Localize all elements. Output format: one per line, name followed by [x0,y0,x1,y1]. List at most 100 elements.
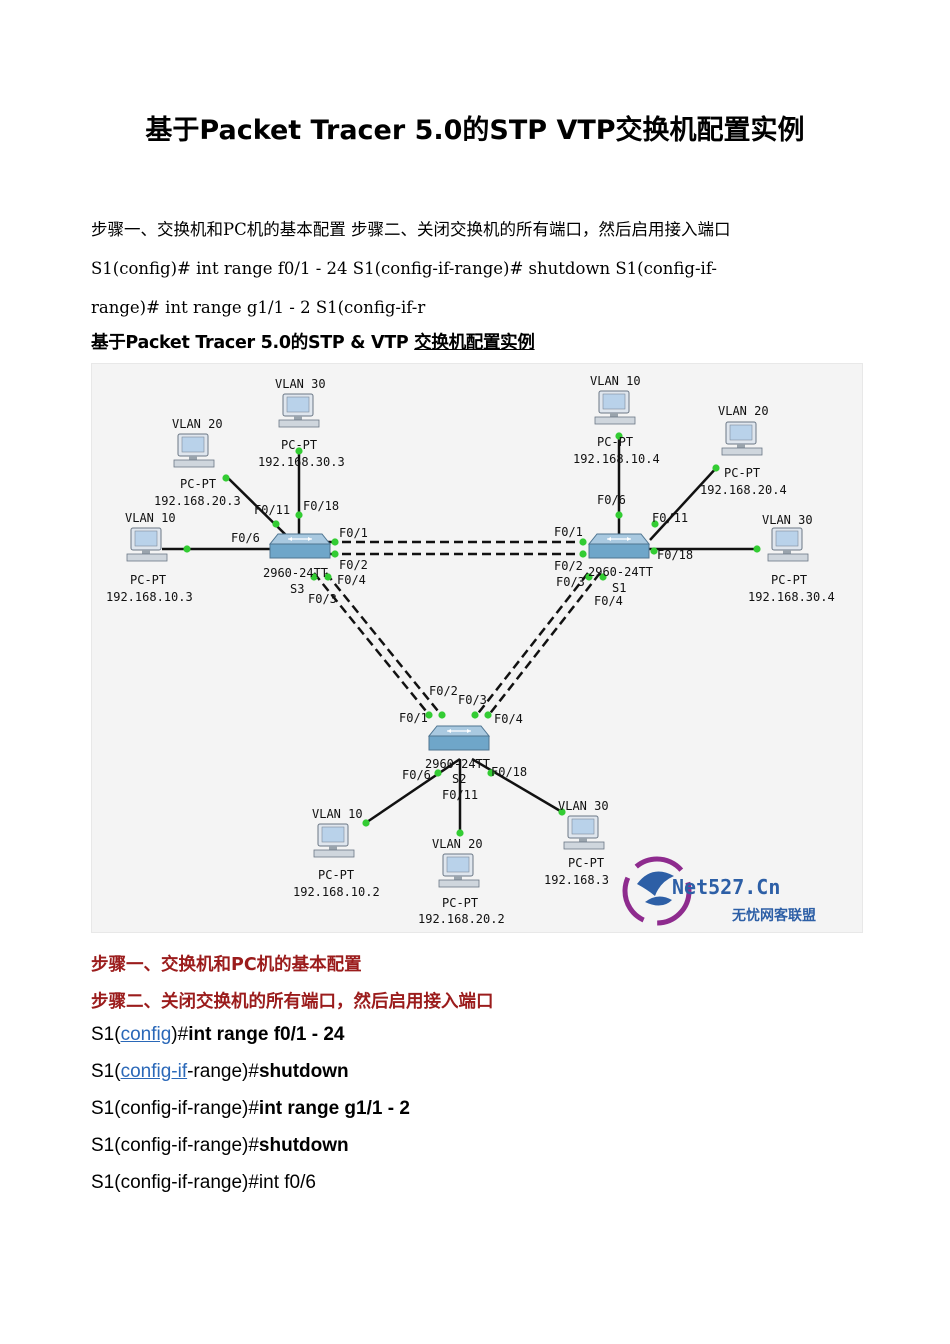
port-label: F0/18 [657,548,693,562]
step-2-heading: 步骤二、关闭交换机的所有端口，然后启用接入端口 [91,992,494,1012]
label-ip: 192.168.10.2 [293,885,380,899]
pc-s2-vlan20[interactable] [438,853,480,888]
pc-s3-vlan20[interactable] [173,433,215,468]
label-ip: 192.168.30.3 [258,455,345,469]
label-pc-type: PC-PT [771,573,807,587]
label-pc-type: PC-PT [442,896,478,910]
port-label: F0/2 [429,684,458,698]
label-vlan: VLAN 30 [558,799,609,813]
command-line-2: S1(config-if-range)#shutdown [91,1061,349,1083]
watermark-logo-text: Net527.Cn [672,875,780,899]
cmd-prefix: S1(config-if-range)# [91,1135,259,1156]
pc-s1-vlan20[interactable] [721,421,763,456]
label-pc-type: PC-PT [568,856,604,870]
access-links [162,434,760,834]
label-pc-type: PC-PT [724,466,760,480]
switch-model-label: 2960-24TT [425,757,490,771]
port-label: F0/11 [254,503,290,517]
command-line-1: S1(config)#int range f0/1 - 24 [91,1024,344,1046]
cmd-prefix: S1(config-if-range)#int f0/6 [91,1172,316,1193]
cmd-bold: int range g1/1 - 2 [258,1098,410,1119]
label-pc-type: PC-PT [130,573,166,587]
pc-s3-vlan10[interactable] [126,527,168,562]
pc-s3-vlan30[interactable] [278,393,320,428]
label-vlan: VLAN 10 [590,374,641,388]
intro-paragraph: 步骤一、交换机和PC机的基本配置 步骤二、关闭交换机的所有端口，然后启用接入端口… [91,210,861,327]
intro-line-1: 步骤一、交换机和PC机的基本配置 步骤二、关闭交换机的所有端口，然后启用接入端口 [91,220,731,239]
watermark-caption: 无忧网客联盟 [731,907,816,924]
intro-line-2: S1(config)# int range f0/1 - 24 S1(confi… [91,259,717,278]
section-subtitle: 基于Packet Tracer 5.0的STP & VTP 交换机配置实例 [91,329,535,354]
port-label: F0/3 [458,693,487,707]
pc-s1-vlan30[interactable] [767,527,809,562]
subtitle-underlined: 交换机配置实例 [414,333,535,353]
port-indicators [183,432,761,837]
cmd-bold: shutdown [258,1135,349,1156]
switch-name-label: S2 [452,772,466,786]
port-label: F0/3 [556,575,585,589]
label-ip: 192.168.30.4 [748,590,835,604]
port-label: F0/2 [339,558,368,572]
label-ip: 192.168.20.4 [700,483,787,497]
label-vlan: VLAN 30 [762,513,813,527]
command-line-4: S1(config-if-range)#shutdown [91,1135,349,1157]
cmd-prefix: S1( [91,1061,121,1082]
intro-line-3: range)# int range g1/1 - 2 S1(config-if-… [91,298,426,317]
topology-svg: VLAN 30 PC-PT 192.168.30.3 VLAN 20 PC-PT… [106,374,835,926]
label-vlan: VLAN 30 [275,377,326,391]
switch-s3[interactable] [269,533,331,559]
port-label: F0/4 [337,573,366,587]
label-ip: 192.168.20.2 [418,912,505,926]
cmd-suffix: -range)# [187,1061,259,1082]
port-label: F0/1 [339,526,368,540]
label-ip: 192.168.10.3 [106,590,193,604]
label-vlan: VLAN 20 [718,404,769,418]
command-line-5: S1(config-if-range)#int f0/6 [91,1172,316,1194]
label-pc-type: PC-PT [180,477,216,491]
switch-name-label: S1 [612,581,626,595]
cmd-link-config[interactable]: config [120,1024,172,1045]
label-ip: 192.168.20.3 [154,494,241,508]
command-line-3: S1(config-if-range)#int range g1/1 - 2 [91,1098,410,1120]
cmd-prefix: S1( [91,1024,121,1045]
port-label: F0/6 [597,493,626,507]
switch-name-label: S3 [290,582,304,596]
label-vlan: VLAN 10 [312,807,363,821]
port-label: F0/1 [554,525,583,539]
switch-s1[interactable] [588,533,650,559]
label-vlan: VLAN 20 [432,837,483,851]
watermark-logo: Net527.Cn 无忧网客联盟 [622,856,816,926]
cmd-prefix: S1(config-if-range)# [91,1098,259,1119]
label-pc-type: PC-PT [318,868,354,882]
pc-s2-vlan30[interactable] [563,815,605,850]
cmd-bold: shutdown [258,1061,349,1082]
port-label: F0/18 [491,765,527,779]
port-label: F0/11 [652,511,688,525]
port-label: F0/4 [594,594,623,608]
switch-s2[interactable] [428,725,490,751]
port-label: F0/1 [399,711,428,725]
pc-s2-vlan10[interactable] [313,823,355,858]
pc-s1-vlan10[interactable] [594,390,636,425]
port-label: F0/3 [308,592,337,606]
port-label: F0/11 [442,788,478,802]
label-pc-type: PC-PT [281,438,317,452]
label-vlan: VLAN 20 [172,417,223,431]
trunk-links [313,540,601,717]
step-1-heading: 步骤一、交换机和PC机的基本配置 [91,955,362,975]
port-label: F0/2 [554,559,583,573]
port-label: F0/6 [402,768,431,782]
port-label: F0/6 [231,531,260,545]
label-vlan: VLAN 10 [125,511,176,525]
label-pc-type: PC-PT [597,435,633,449]
cmd-link-config-if[interactable]: config-if [120,1061,188,1082]
switch-model-label: 2960-24TT [263,566,328,580]
port-label: F0/18 [303,499,339,513]
port-label: F0/4 [494,712,523,726]
label-ip: 192.168.3 [544,873,609,887]
switch-model-label: 2960-24TT [588,565,653,579]
cmd-bold: int range f0/1 - 24 [188,1024,345,1045]
document-title: 基于Packet Tracer 5.0的STP VTP交换机配置实例 [145,115,805,146]
cmd-suffix: )# [171,1024,189,1045]
network-topology-figure: VLAN 30 PC-PT 192.168.30.3 VLAN 20 PC-PT… [91,363,863,933]
